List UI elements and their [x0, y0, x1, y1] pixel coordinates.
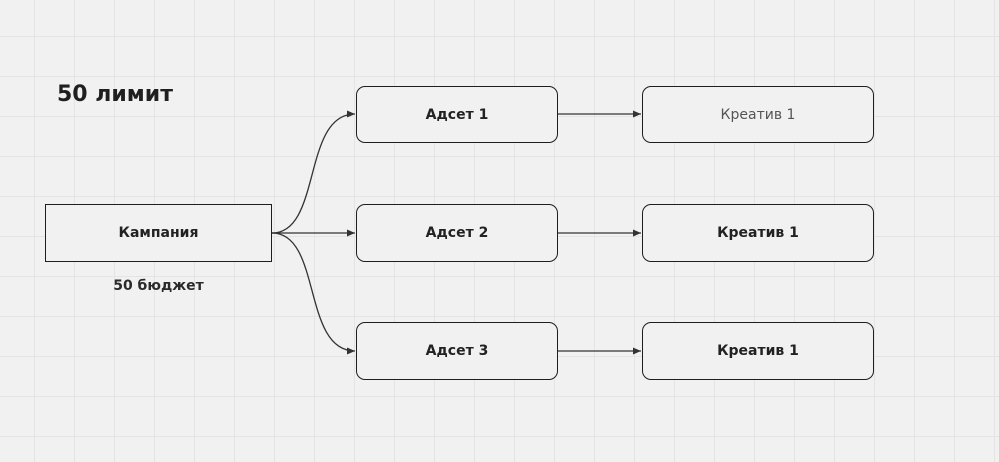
creative-label: Креатив 1 [717, 225, 799, 241]
creative-node-2[interactable]: Креатив 1 [642, 204, 874, 262]
creative-node-3[interactable]: Креатив 1 [642, 322, 874, 380]
creative-label: Креатив 1 [717, 343, 799, 359]
edge-campaign-adset-1[interactable] [271, 110, 356, 234]
campaign-node[interactable]: Кампания [45, 204, 272, 262]
campaign-budget-caption[interactable]: 50 бюджет [113, 278, 204, 294]
creative-label: Креатив 1 [720, 106, 796, 123]
adset-node-2[interactable]: Адсет 2 [356, 204, 558, 262]
creative-node-1[interactable]: Креатив 1 [642, 86, 874, 143]
adset-node-3[interactable]: Адсет 3 [356, 322, 558, 380]
adset-label: Адсет 3 [425, 343, 489, 359]
diagram-title[interactable]: 50 лимит [57, 82, 173, 107]
edge-campaign-adset-3[interactable] [271, 232, 356, 355]
campaign-label: Кампания [118, 225, 199, 241]
adset-node-1[interactable]: Адсет 1 [356, 86, 558, 143]
adset-label: Адсет 2 [425, 225, 489, 241]
adset-label: Адсет 1 [425, 106, 489, 123]
